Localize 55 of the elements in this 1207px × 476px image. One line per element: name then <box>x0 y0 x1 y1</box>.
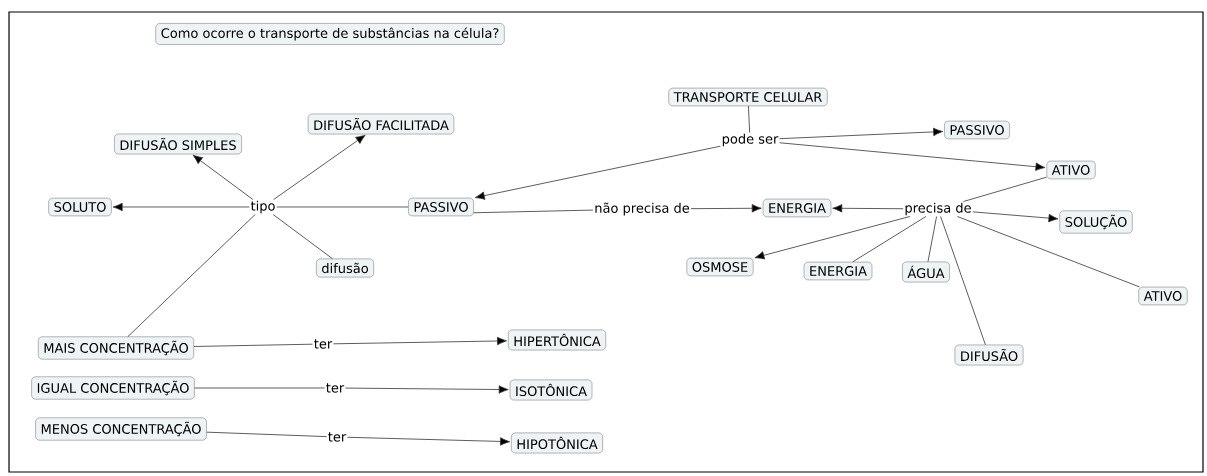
connector-line <box>276 206 409 208</box>
concept-box: ISOTÔNICA <box>509 379 593 401</box>
concept-box: SOLUÇÃO <box>1059 210 1133 234</box>
arrow <box>754 216 911 260</box>
connector-line <box>852 216 927 263</box>
concept-box: PASSIVO <box>408 197 474 217</box>
connector-line <box>193 343 313 347</box>
concept-box: ÁGUA <box>902 261 950 283</box>
linking-phrase: ter <box>312 338 334 350</box>
concept-box: HIPOTÔNICA <box>511 432 603 454</box>
arrow <box>690 204 762 213</box>
arrow <box>333 336 507 346</box>
question-box: Como ocorre o transporte de substâncias na célula? <box>155 23 505 45</box>
connector-line <box>272 214 333 260</box>
connector-line <box>963 176 1047 202</box>
concept-box: ENERGIA <box>762 198 832 218</box>
linking-phrase: precisa de <box>903 201 973 217</box>
linking-phrase: não precisa de <box>593 201 691 217</box>
concept-box: HIPERTÔNICA <box>508 329 606 351</box>
concept-box: MAIS CONCENTRAÇÃO <box>38 336 194 360</box>
arrow <box>192 154 254 200</box>
connector-line <box>748 105 751 133</box>
concept-box: TRANSPORTE CELULAR <box>668 87 828 107</box>
concept-box: OSMOSE <box>686 257 754 277</box>
concept-box: IGUAL CONCENTRAÇÃO <box>31 376 195 400</box>
arrow <box>347 436 510 446</box>
arrow <box>779 142 1046 171</box>
linking-phrase: ter <box>326 431 348 443</box>
linking-phrase: pode ser <box>720 132 780 148</box>
arrow <box>779 127 944 140</box>
linking-phrase: ter <box>324 382 346 394</box>
connector-line <box>940 216 986 346</box>
concept-box: ATIVO <box>1046 160 1096 180</box>
concept-box: MENOS CONCENTRAÇÃO <box>35 417 207 441</box>
connector-line <box>927 216 937 263</box>
concept-box: ENERGIA <box>803 261 873 281</box>
concept-box: DIFUSÃO <box>954 344 1024 366</box>
arrow <box>112 202 250 212</box>
arrow <box>972 211 1059 223</box>
concept-box: DIFUSÃO SIMPLES <box>114 133 242 155</box>
concept-box: DIFUSÃO FACILITADA <box>307 113 455 135</box>
arrow <box>474 145 721 200</box>
concept-box: difusão <box>316 258 374 278</box>
arrow <box>345 385 509 394</box>
arrow <box>273 134 366 200</box>
connector-line <box>956 216 1140 288</box>
concept-box: SOLUTO <box>48 197 112 217</box>
arrow <box>832 204 904 213</box>
concept-box: ATIVO <box>1138 286 1188 306</box>
concept-box: PASSIVO <box>944 120 1010 140</box>
connector-line <box>206 431 327 437</box>
connector-line <box>194 387 325 389</box>
linking-phrase: tipo <box>249 199 277 215</box>
connector-line <box>127 214 256 337</box>
connector-line <box>473 209 594 214</box>
